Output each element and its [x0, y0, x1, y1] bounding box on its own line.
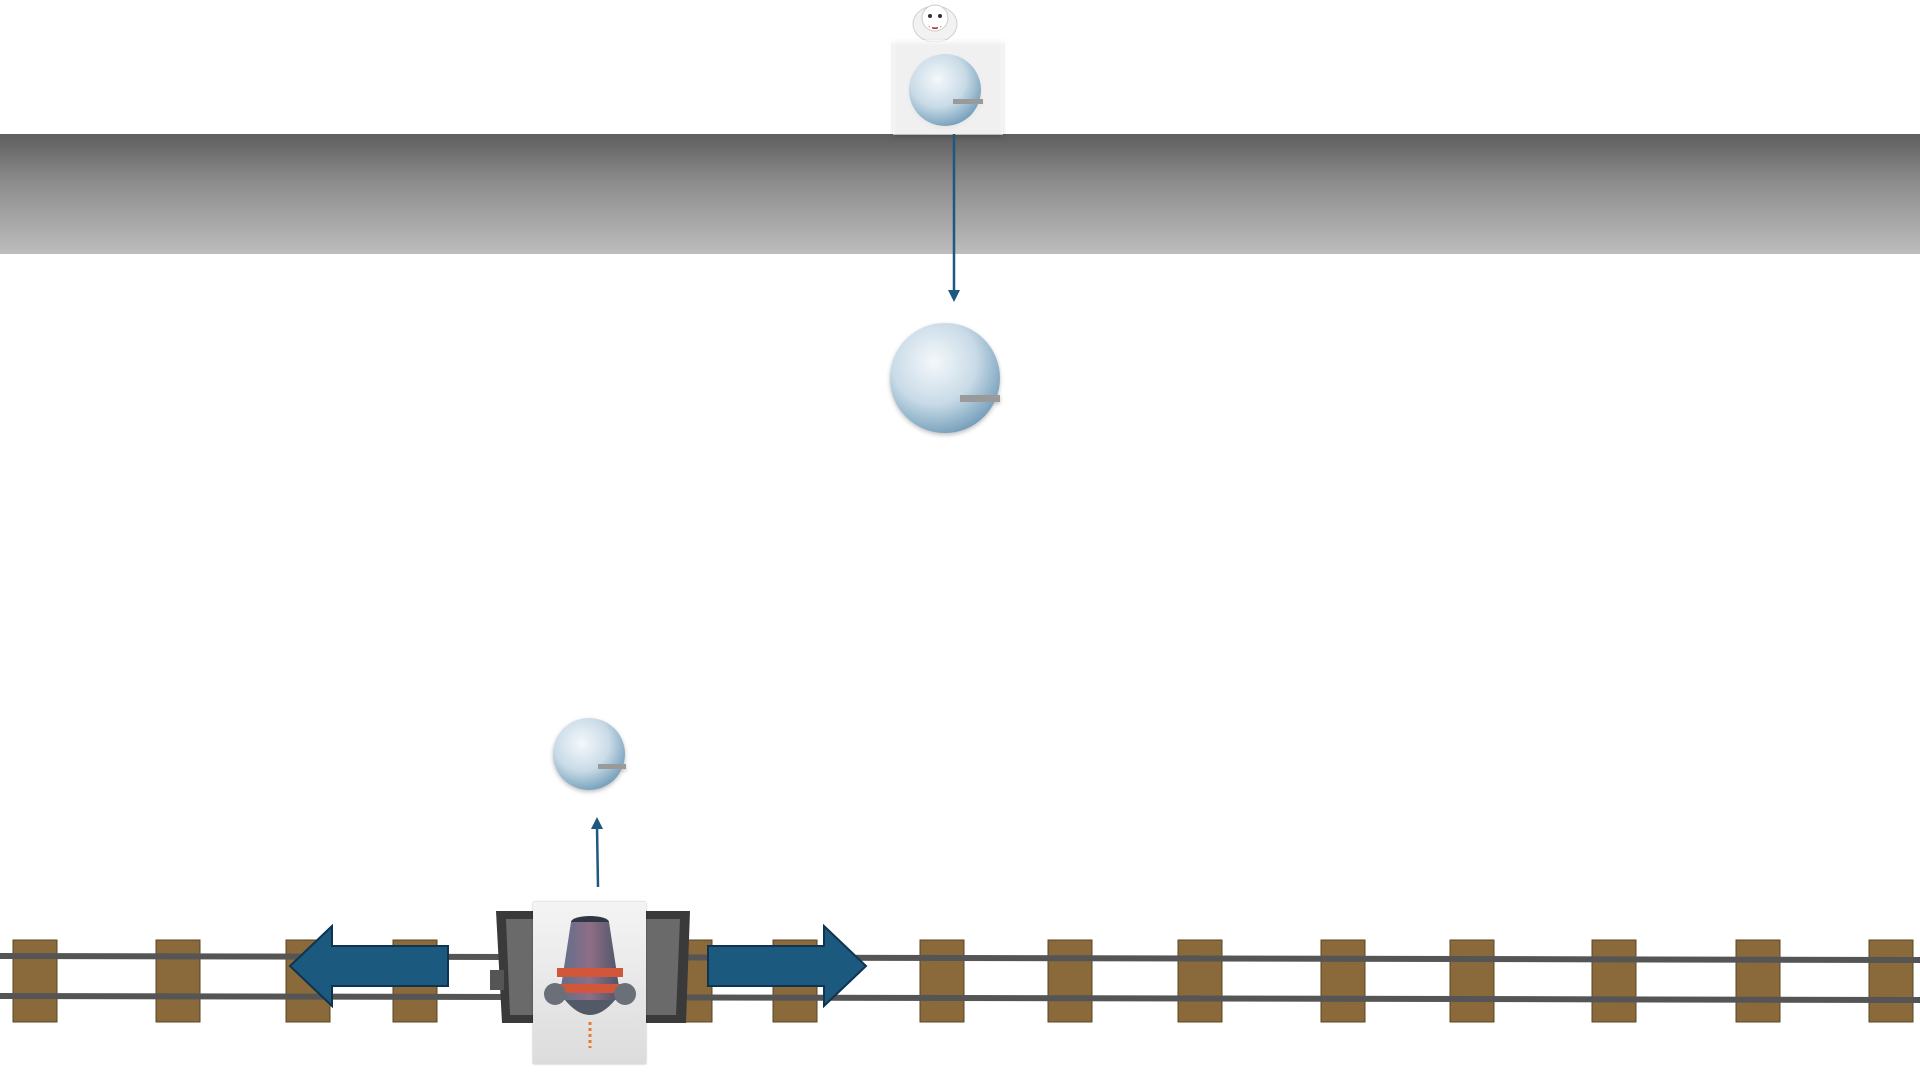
track-tie	[155, 939, 201, 1023]
falling-snowball	[890, 323, 1000, 433]
enemy-held-snowball	[893, 40, 1003, 135]
track-tie	[1591, 939, 1637, 1023]
track-tie	[1047, 939, 1093, 1023]
player-shot-snowball	[553, 718, 626, 790]
snowball-trajectory-arrow-down	[948, 134, 960, 302]
yeti-icon	[912, 4, 958, 42]
cannon-icon[interactable]	[543, 910, 638, 1060]
track-tie	[1177, 939, 1223, 1023]
shot-trajectory-arrow-up	[591, 817, 603, 888]
track-tie	[12, 939, 58, 1023]
ceiling-band	[0, 134, 1920, 254]
track-tie	[1320, 939, 1366, 1023]
track-tie	[919, 939, 965, 1023]
track-tie	[1449, 939, 1495, 1023]
left-arrow-icon[interactable]	[288, 924, 450, 1008]
track-tie	[1735, 939, 1781, 1023]
track-rail	[0, 993, 1920, 1003]
right-arrow-icon[interactable]	[706, 924, 868, 1008]
track-tie	[1868, 939, 1914, 1023]
